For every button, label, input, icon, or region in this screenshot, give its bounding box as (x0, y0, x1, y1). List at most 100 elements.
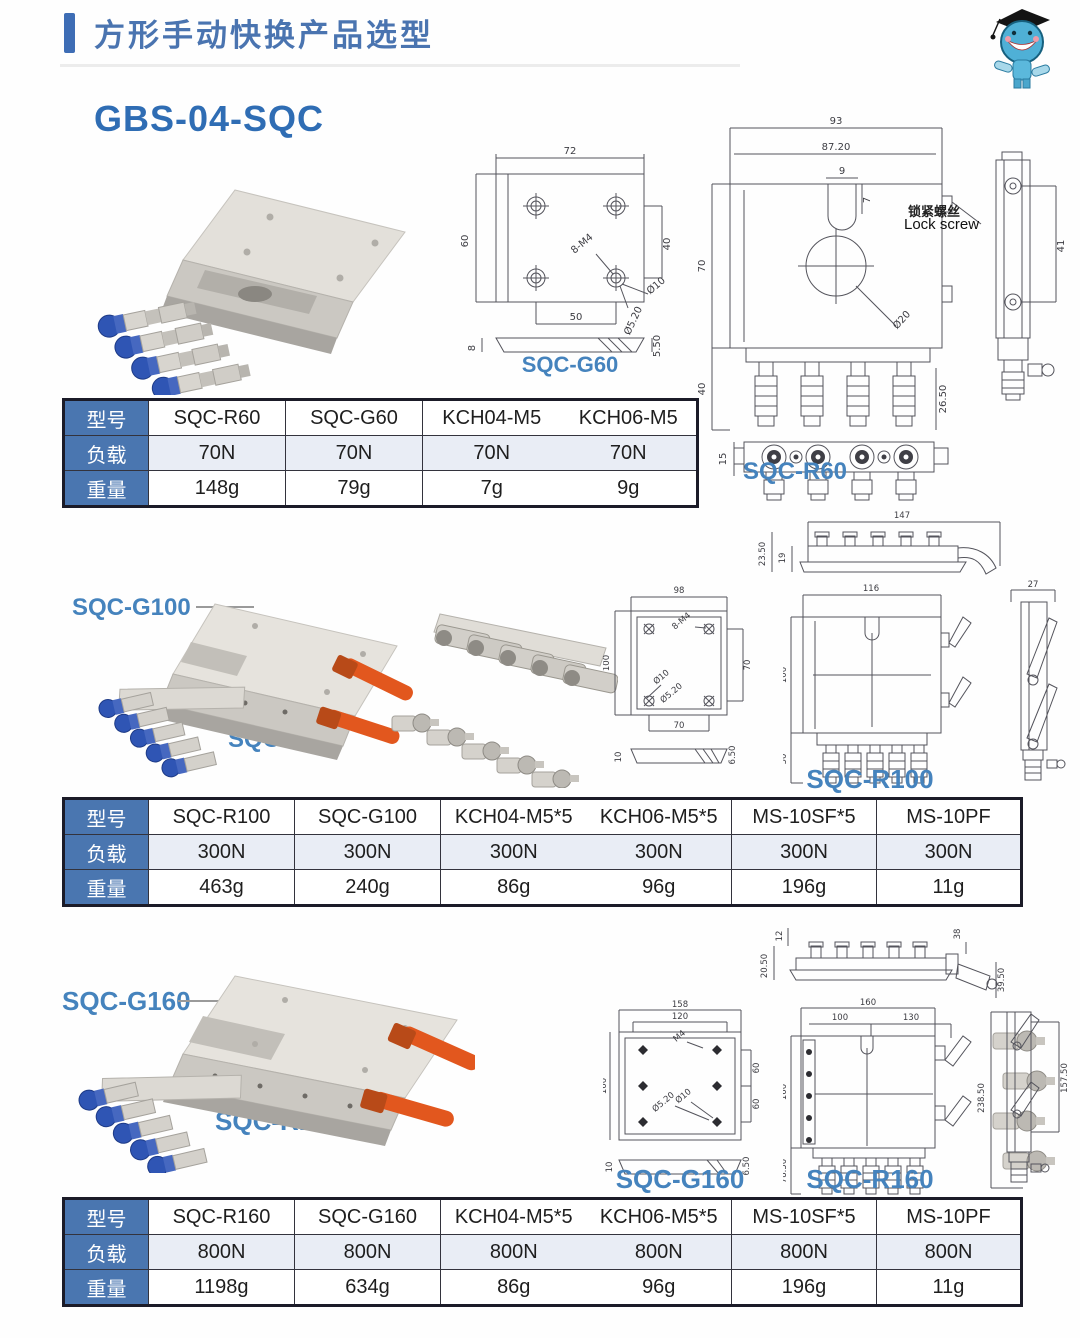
svg-text:19: 19 (778, 553, 788, 564)
model-cell: KCH04-M5*5 (440, 798, 587, 835)
weight-cell: 148g (148, 470, 286, 507)
svg-text:100: 100 (603, 655, 612, 671)
svg-text:160: 160 (603, 1078, 609, 1094)
svg-text:5.50: 5.50 (652, 335, 663, 357)
svg-text:50: 50 (570, 312, 583, 323)
table-row: 型号 SQC-R60 SQC-G60 KCH04-M5 KCH06-M5 (63, 399, 698, 436)
table-row: 重量 1198g 634g 86g 96g 196g 11g (63, 1269, 1022, 1306)
svg-text:130: 130 (903, 1013, 919, 1023)
load-cell: 70N (422, 435, 561, 471)
svg-text:6.50: 6.50 (742, 1157, 752, 1176)
table-row: 重量 148g 79g 7g 9g (63, 470, 698, 507)
svg-text:9: 9 (839, 166, 845, 177)
svg-text:158: 158 (672, 1000, 688, 1010)
table-row: 重量 463g 240g 86g 96g 196g 11g (63, 869, 1022, 906)
model-cell: KCH04-M5*5 (440, 1198, 587, 1235)
svg-text:72: 72 (564, 146, 577, 157)
drawing-sqc-g160: 158 120 160 60 60 M4 Ø5.20 Ø10 10 6.50 (603, 1000, 762, 1176)
load-cell: 800N (731, 1234, 877, 1270)
row-header: 负载 (63, 435, 149, 471)
svg-text:8: 8 (467, 345, 478, 351)
svg-text:7: 7 (862, 197, 873, 203)
svg-text:6.50: 6.50 (728, 746, 738, 765)
svg-text:10: 10 (614, 752, 624, 763)
weight-cell: 11g (876, 1269, 1022, 1306)
load-cell: 800N (440, 1234, 587, 1270)
weight-cell: 240g (294, 869, 441, 906)
lock-screw-label-cn: 锁紧螺丝 (908, 204, 961, 219)
svg-text:20.50: 20.50 (760, 954, 770, 978)
weight-cell: 86g (440, 869, 587, 906)
weight-cell: 96g (586, 869, 732, 906)
svg-text:27: 27 (1028, 580, 1039, 590)
model-cell: MS-10SF*5 (731, 1198, 877, 1235)
svg-text:60: 60 (752, 1099, 762, 1110)
lock-screw-label-en: Lock screw (904, 216, 980, 233)
model-cell: SQC-G100 (294, 798, 441, 835)
svg-text:98: 98 (674, 586, 685, 596)
photo-couplers-100 (391, 613, 618, 788)
load-cell: 800N (294, 1234, 441, 1270)
weight-cell: 9g (560, 470, 698, 507)
mascot-icon (990, 9, 1050, 89)
svg-text:70: 70 (697, 260, 708, 273)
model-cell: SQC-R160 (148, 1198, 295, 1235)
label-sqc-g160-drawing: SQC-G160 (615, 1164, 745, 1194)
svg-text:39.50: 39.50 (997, 968, 1007, 992)
load-cell: 70N (285, 435, 423, 471)
weight-cell: 86g (440, 1269, 587, 1306)
svg-text:40: 40 (662, 238, 673, 251)
drawing-sqc-g60: 72 60 40 50 8-M4 Ø10 Ø5.20 8 5.50 (460, 146, 673, 357)
svg-text:87.20: 87.20 (822, 142, 851, 153)
spec-table-160: 型号 SQC-R160 SQC-G160 KCH04-M5*5 KCH06-M5… (62, 1197, 1023, 1307)
leader-g160 (178, 1000, 234, 1002)
product-photo-sqc60 (97, 189, 406, 395)
drawing-sqc160-top: 12 38 20.50 39.50 (760, 928, 1007, 998)
svg-text:60: 60 (752, 1063, 762, 1074)
svg-text:Ø10: Ø10 (651, 667, 671, 687)
svg-text:26.50: 26.50 (938, 385, 949, 414)
model-cell: MS-10PF (876, 1198, 1022, 1235)
svg-text:120: 120 (672, 1012, 688, 1022)
svg-text:238.50: 238.50 (977, 1083, 987, 1113)
svg-text:147: 147 (894, 511, 910, 521)
weight-cell: 634g (294, 1269, 441, 1306)
load-cell: 70N (560, 435, 698, 471)
label-sqc-g160: SQC-G160 (62, 986, 191, 1016)
product-model-title: GBS-04-SQC (94, 98, 325, 139)
product-photo-sqc160 (78, 975, 475, 1173)
spec-table-100: 型号 SQC-R100 SQC-G100 KCH04-M5*5 KCH06-M5… (62, 797, 1023, 907)
model-cell: SQC-R100 (148, 798, 295, 835)
svg-text:Ø5.20: Ø5.20 (650, 1090, 677, 1115)
load-cell: 300N (148, 834, 295, 870)
svg-text:60: 60 (460, 235, 471, 248)
svg-text:50: 50 (783, 754, 789, 765)
load-cell: 800N (586, 1234, 732, 1270)
load-cell: 300N (294, 834, 441, 870)
model-cell: KCH06-M5*5 (586, 1198, 732, 1235)
svg-text:78.50: 78.50 (783, 1159, 789, 1183)
svg-text:160: 160 (860, 998, 876, 1008)
table-row: 负载 800N 800N 800N 800N 800N 800N (63, 1234, 1022, 1270)
table-row: 型号 SQC-R100 SQC-G100 KCH04-M5*5 KCH06-M5… (63, 798, 1022, 835)
weight-cell: 196g (731, 869, 877, 906)
drawing-sqc-r60: 93 87.20 9 7 70 40 Ø20 26.50 15 (697, 116, 982, 501)
model-cell: KCH04-M5 (422, 399, 561, 436)
svg-text:38: 38 (953, 929, 963, 940)
header-divider (60, 64, 740, 67)
weight-cell: 463g (148, 869, 295, 906)
weight-cell: 7g (422, 470, 561, 507)
svg-text:157.50: 157.50 (1060, 1063, 1070, 1093)
model-cell: SQC-G60 (285, 399, 423, 436)
svg-text:Ø20: Ø20 (890, 308, 913, 331)
weight-cell: 196g (731, 1269, 877, 1306)
svg-text:40: 40 (697, 383, 708, 396)
svg-text:70: 70 (674, 721, 685, 731)
svg-text:100: 100 (783, 667, 789, 683)
load-cell: 300N (876, 834, 1022, 870)
connector-row (97, 301, 197, 338)
row-header: 重量 (63, 869, 149, 906)
row-header: 负载 (63, 1234, 149, 1270)
svg-text:23.50: 23.50 (758, 542, 768, 566)
svg-text:8-M4: 8-M4 (569, 232, 595, 256)
